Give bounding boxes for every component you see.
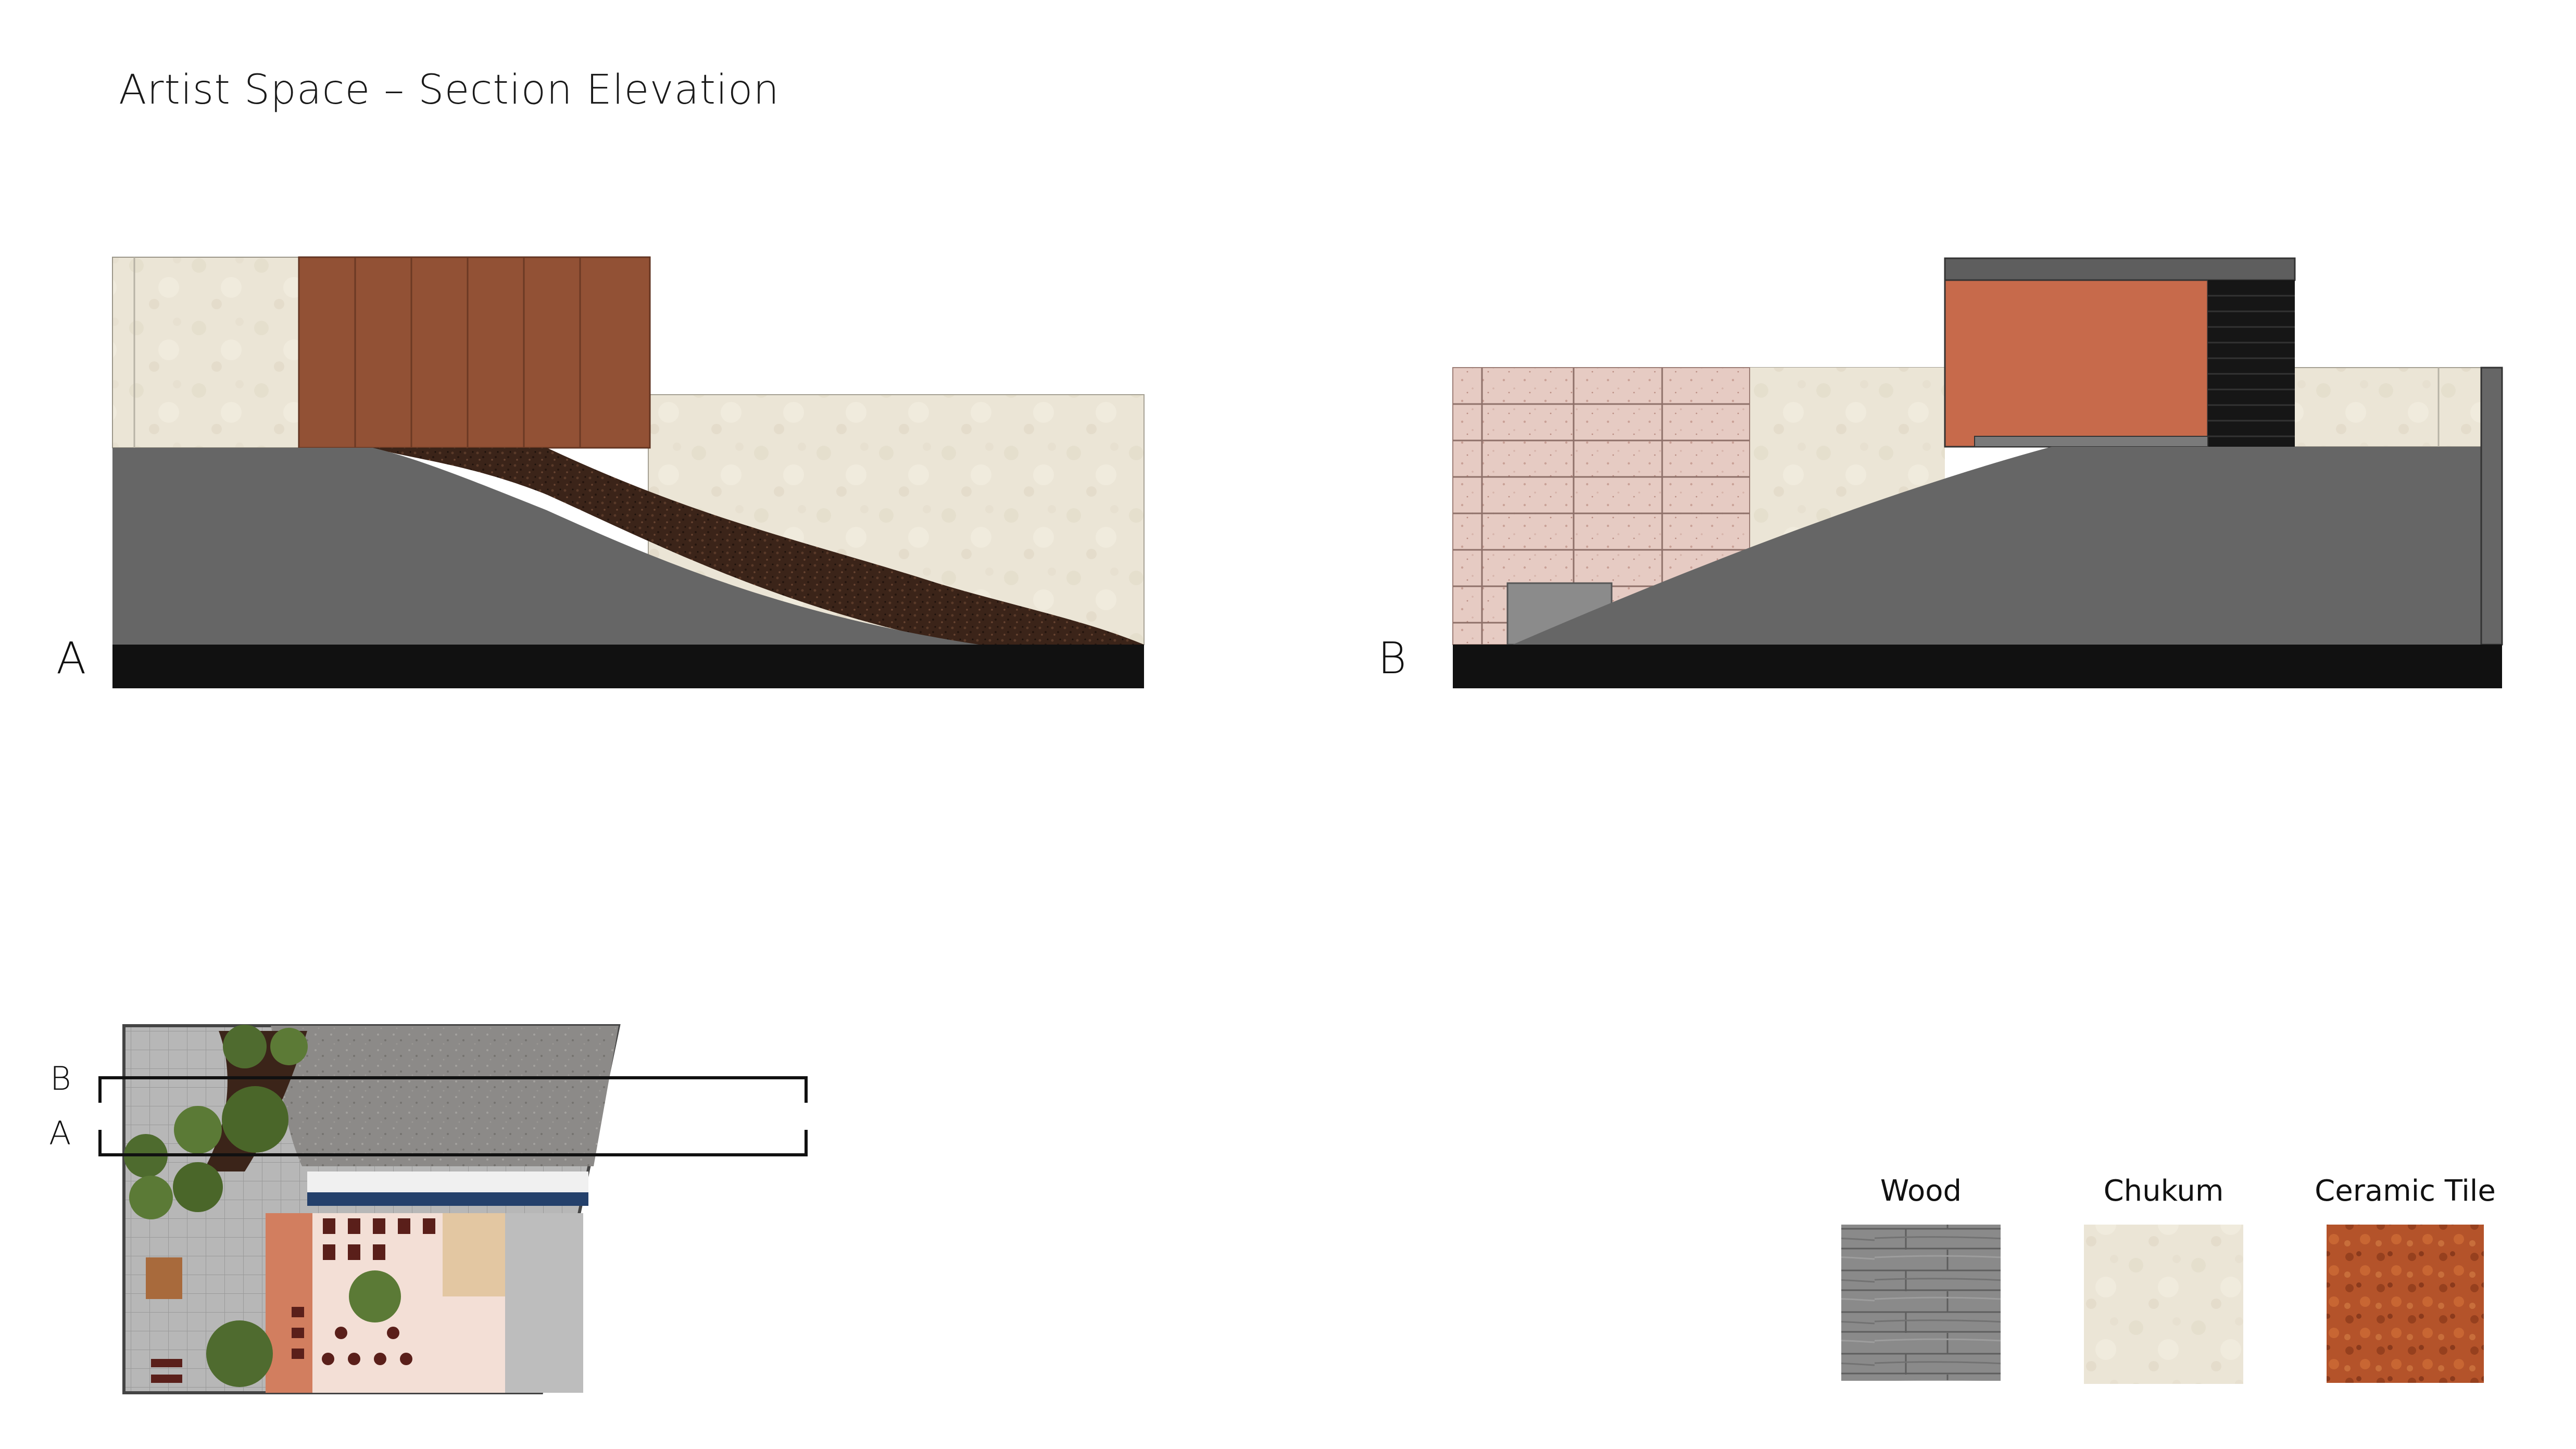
plan-openings [151, 1218, 435, 1383]
section-cut-a-line [98, 1130, 808, 1156]
plan-terracotta-wing [266, 1213, 312, 1393]
section-b-lintel [1974, 436, 2208, 447]
plan-plaza [271, 1026, 619, 1166]
plan-cut-b-label: B [50, 1060, 71, 1098]
section-b-ramp [1513, 447, 2481, 645]
section-b-roof-slab [1944, 257, 2296, 281]
section-a-ground-slab [112, 645, 1144, 688]
wood-swatch [1841, 1225, 2001, 1381]
plan-blue-strip [307, 1192, 588, 1206]
section-a-drawing [112, 256, 1145, 688]
plan-courtyard [443, 1213, 505, 1296]
section-b-terracotta-volume [1944, 279, 2209, 448]
chukum-swatch [2084, 1225, 2243, 1384]
section-a-chukum-wall [112, 257, 300, 448]
section-b-ground-slab [1453, 645, 2502, 688]
material-label-wood: Wood [1880, 1174, 1962, 1208]
section-b-louvers [2208, 280, 2295, 447]
section-b-drawing [1452, 257, 2503, 688]
section-b-end-wall [2480, 367, 2503, 646]
plan-trees [124, 1025, 401, 1387]
material-label-chukum: Chukum [2103, 1174, 2224, 1208]
page-title: Artist Space – Section Elevation [119, 67, 780, 114]
section-a-label: A [56, 633, 86, 684]
site-plan [98, 1024, 808, 1394]
section-cut-b-line [98, 1076, 808, 1103]
section-a-soil-slope [373, 448, 1144, 645]
plan-cut-a-label: A [49, 1114, 71, 1152]
ceramic-tile-swatch [2327, 1225, 2484, 1383]
section-a-ramp [112, 448, 979, 645]
plan-planter [146, 1257, 182, 1299]
plan-walkway [307, 1171, 588, 1192]
plan-gray-block [505, 1213, 583, 1393]
material-label-ceramic-tile: Ceramic Tile [2315, 1174, 2496, 1208]
section-a-wood-panel [298, 256, 651, 449]
section-b-label: B [1378, 633, 1407, 684]
